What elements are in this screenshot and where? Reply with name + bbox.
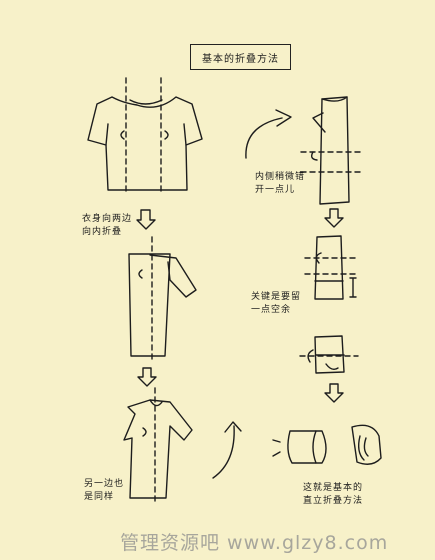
fold-guide-lines-step-1 xyxy=(125,77,162,196)
note-basic-method: 这就是基本的 直立折叠方法 xyxy=(303,483,364,506)
note-inner-offset: 内侧稍微错 开一点儿 xyxy=(255,172,306,195)
rolled-shirt-drawing xyxy=(307,335,345,374)
curved-arrow-up xyxy=(212,421,242,479)
folded-strip-drawing xyxy=(310,96,350,205)
tshirt-flat-drawing xyxy=(87,96,203,191)
down-arrow-1 xyxy=(136,209,156,230)
folded-bottom-drawing xyxy=(314,235,357,300)
final-folded-standing-drawing xyxy=(351,424,382,465)
curved-arrow-right xyxy=(245,109,292,159)
down-arrow-2 xyxy=(137,367,157,387)
final-folded-lying-drawing xyxy=(272,430,327,464)
site-watermark: 管理资源吧 www.glzy8.com xyxy=(120,531,389,554)
fold-guide-lines-right-1 xyxy=(300,151,363,173)
down-arrow-right-2 xyxy=(324,383,344,403)
note-fold-inward: 衣身向两边 向内折叠 xyxy=(82,214,133,237)
note-leave-space: 关键是要留 一点空余 xyxy=(251,292,302,315)
fold-guide-lines-right-2 xyxy=(304,257,359,275)
tshirt-one-side-folded-drawing xyxy=(128,253,197,357)
tshirt-other-side-drawing xyxy=(123,399,193,499)
down-arrow-right-1 xyxy=(324,208,344,228)
diagram-title: 基本的折叠方法 xyxy=(190,44,291,70)
note-same-other-side: 另一边也 是同样 xyxy=(84,479,125,502)
